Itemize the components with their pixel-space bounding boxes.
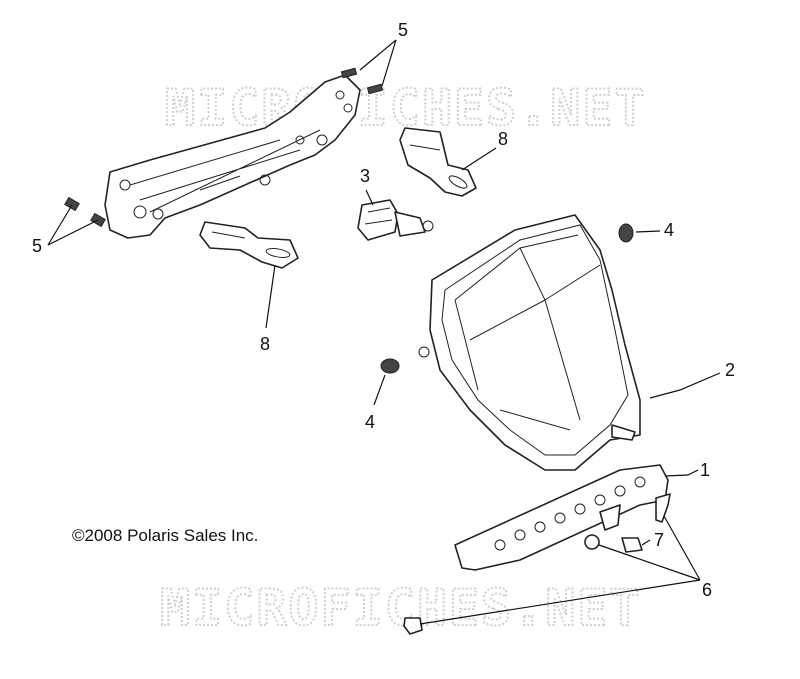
side-bracket-lower [199,221,299,269]
watermark-bottom: MICROFICHES.NET [160,579,642,637]
watermark-top: MICROFICHES.NET [165,79,647,137]
callout-2: 2 [725,360,735,380]
callout-1: 1 [700,460,710,480]
callout-5-left: 5 [32,236,42,256]
callout-6: 6 [702,580,712,600]
callout-8-lower: 8 [260,334,270,354]
side-bracket-upper [399,127,477,197]
fastener-bolt [655,493,671,523]
screw-left-1 [64,196,80,212]
fastener-nut-upper [584,534,600,550]
headlight-assembly [418,214,641,471]
screw-upper-1 [340,67,358,79]
retainer-clip [621,537,643,553]
copyright-notice: ©2008 Polaris Sales Inc. [72,526,259,545]
leader-lines [47,39,721,625]
grommet-lower [380,358,400,374]
callout-7: 7 [654,530,664,550]
mounting-bracket [104,74,361,239]
callout-8-upper: 8 [498,129,508,149]
screw-upper-2 [366,83,384,95]
grommet-upper [618,223,634,243]
callout-5-upper: 5 [398,20,408,40]
callout-4-lower: 4 [365,412,375,432]
fastener-nut-lower [403,617,423,635]
callout-3: 3 [360,166,370,186]
callout-4-upper: 4 [664,220,674,240]
lower-bracket-plate [454,464,669,571]
headlight-bulb [357,199,434,241]
